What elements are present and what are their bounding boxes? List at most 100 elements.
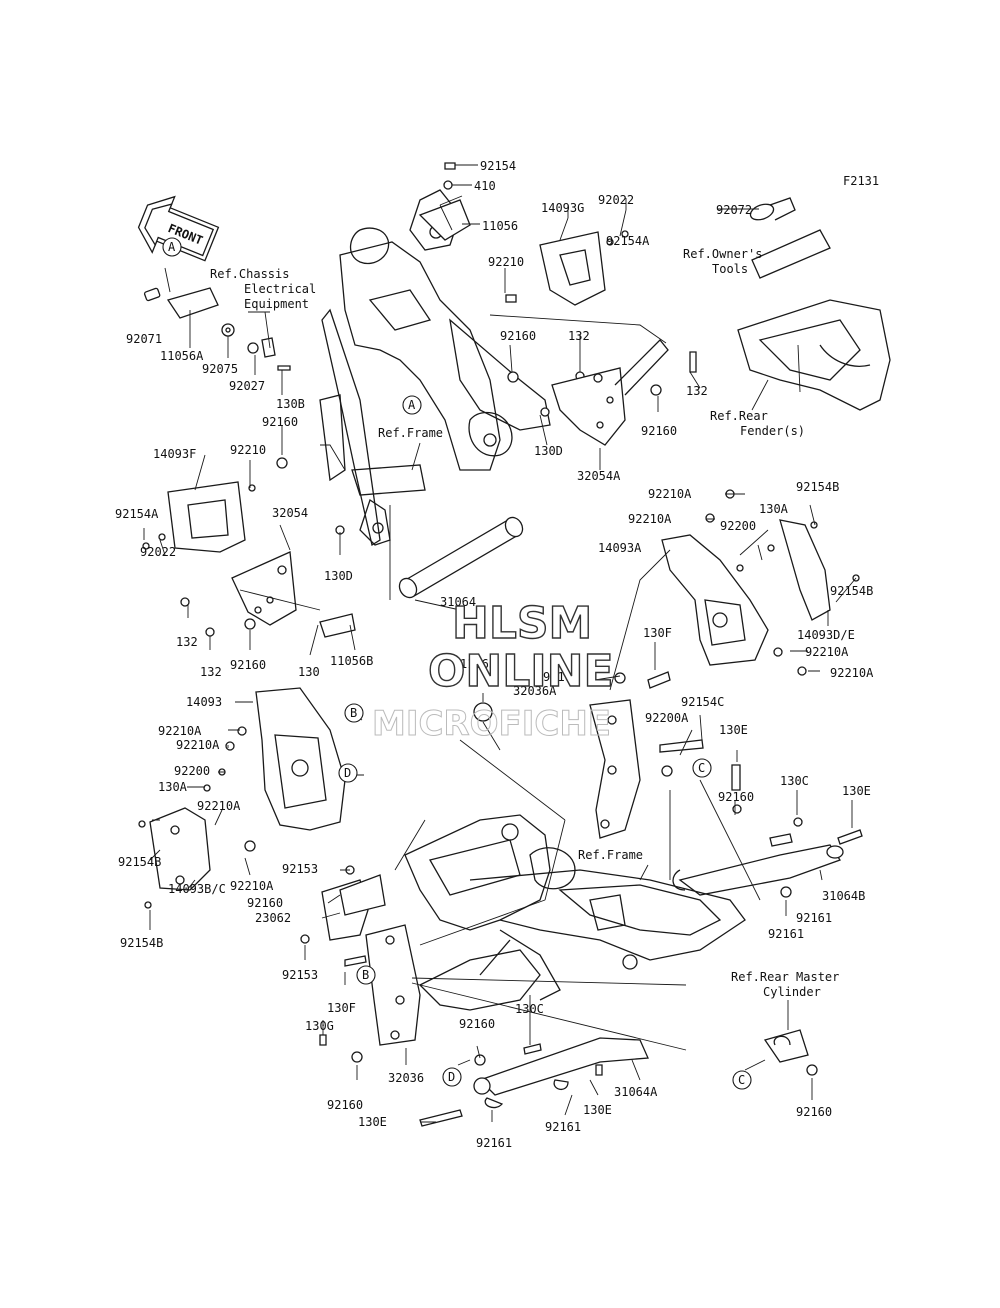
part-label: 92160 [718,790,754,804]
ref-owners-tools: Ref.Owner's Tools [683,247,770,276]
part-label: 92161 [768,927,804,941]
part-label: 92075 [202,362,238,376]
part-label: 92210A [628,512,672,526]
part-label: 14093 [186,695,222,709]
part-label: 92154A [115,507,159,521]
part-label: 92200A [645,711,689,725]
part-label: 92160 [262,415,298,429]
part-label: 92160 [641,424,677,438]
lever-31064B [732,804,863,898]
part-label: 130D [534,444,563,458]
part-label: 92210 [230,443,266,457]
part-label: 130F [643,626,672,640]
cover-14093 [203,687,346,852]
part-label: 130E [583,1103,612,1117]
part-label: 14093F [153,447,196,461]
part-label: 14093G [541,201,584,215]
ref-chassis-line3: Equipment [244,297,309,311]
part-label: 130E [842,784,871,798]
part-label: 410 [474,179,496,193]
part-label: 92160 [500,329,536,343]
upper-frame-drawing [319,189,551,547]
cover-14093B-C [138,807,211,909]
part-label: 92154A [606,234,650,248]
svg-text:D: D [344,766,351,780]
master-cylinder-bracket [763,1029,818,1076]
part-label: 92161 [476,1136,512,1150]
ref-master-line1: Ref.Rear Master [731,970,839,984]
part-label: 130B [276,397,305,411]
bracket-11056B [319,613,356,638]
part-label: 14093D/E [797,628,855,642]
bracket-32054A [551,339,669,446]
svg-text:B: B [350,706,357,720]
part-label: 14093B/C [168,882,226,896]
part-label: 92027 [229,379,265,393]
part-label: 92200 [720,519,756,533]
small-hardware-group [142,162,697,637]
part-label: 92210A [176,738,220,752]
part-label: 130E [358,1115,387,1129]
part-label: 130E [719,723,748,737]
part-label: 132 [686,384,708,398]
part-label: 92160 [327,1098,363,1112]
part-label: 92161 [545,1120,581,1134]
rubber-11065 [473,702,493,722]
ref-chassis-line2: Electrical [244,282,316,296]
part-label: 92210A [805,645,849,659]
ref-fender-line2: Fender(s) [740,424,805,438]
ref-frame-upper: Ref.Frame [378,426,443,440]
part-label: 130F [327,1001,356,1015]
cover-14093G [539,231,606,306]
svg-text:D: D [448,1070,455,1084]
diagram-code: F2131 [843,174,879,188]
part-label: 92153 [282,862,318,876]
leader-lines [143,164,857,1123]
part-label: 92154B [120,936,163,950]
part-label: 92210A [158,724,202,738]
part-label: 92210 [488,255,524,269]
front-arrow-icon: FRONT [137,195,220,262]
part-label: 92210A [830,666,874,680]
callout-d-cover: D [338,763,358,783]
part-label: 92210A [197,799,241,813]
part-label: 130A [158,780,188,794]
callout-c-upper: C [692,758,712,778]
part-label: 11065 [460,657,496,671]
watermark-line1: HLSM [452,598,592,649]
ref-owners-line2: Tools [712,262,748,276]
cover-14093F [167,481,246,553]
rear-fender-drawing [737,197,891,411]
part-label: 92210A [230,879,274,893]
cover-14093A [661,489,860,676]
ref-rear-fender: Ref.Rear Fender(s) [710,409,805,438]
lower-frame-drawing [404,814,844,1011]
part-label: 92154B [118,855,161,869]
part-label: 31064 [440,595,476,609]
part-label: 92160 [796,1105,832,1119]
ref-master-line2: Cylinder [763,985,821,999]
part-label: 92160 [247,896,283,910]
part-label: 132 [200,665,222,679]
callout-a-top: A [162,237,182,257]
part-label: 11056B [330,654,373,668]
part-label: 130G [305,1019,334,1033]
svg-text:C: C [738,1073,745,1087]
part-label: 92154 [480,159,516,173]
callout-b-pedal: B [356,965,376,985]
part-label: 92160 [459,1017,495,1031]
part-label: 31064B [822,889,865,903]
part-label: 32036 [388,1071,424,1085]
part-label: 32054 [272,506,308,520]
svg-text:A: A [408,398,416,412]
bracket-32036A [589,671,741,839]
part-label: 130A [759,502,789,516]
ref-chassis-electrical: Ref.Chassis Electrical Equipment [210,267,323,311]
ref-fender-line1: Ref.Rear [710,409,768,423]
part-label: 92161 [796,911,832,925]
bracket-32054 [231,551,297,626]
part-label: 92072 [716,203,752,217]
part-labels: 92154 410 11056 14093G 92022 92154A 9221… [115,159,874,1150]
part-label: 92210A [648,487,692,501]
